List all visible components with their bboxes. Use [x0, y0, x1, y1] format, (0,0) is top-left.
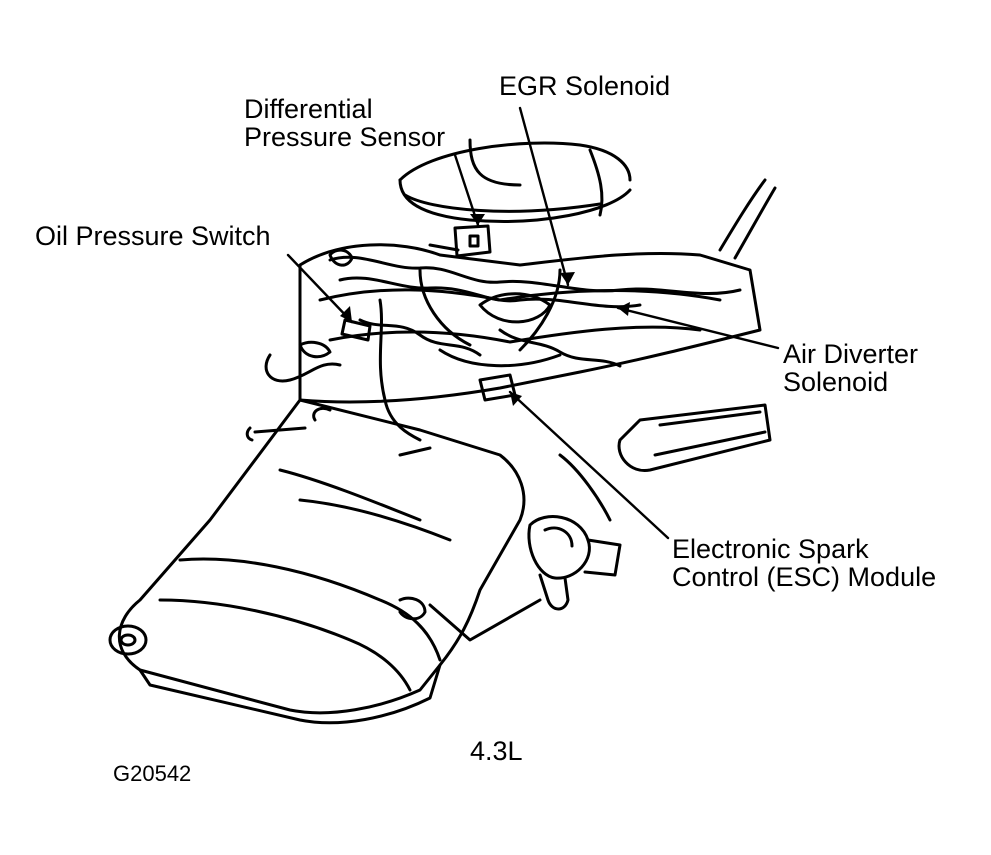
oil-pressure-switch-part — [245, 248, 432, 457]
leader-egr-solenoid — [518, 106, 570, 287]
transmission — [108, 398, 542, 725]
air-cleaner — [398, 138, 632, 223]
engine-block — [298, 243, 762, 404]
label-air-diverter-solenoid: Air Diverter Solenoid — [783, 340, 918, 396]
leader-oil-pressure-switch — [286, 253, 354, 324]
label-egr-solenoid-line-1: EGR Solenoid — [499, 71, 671, 101]
label-esc-module: Electronic Spark Control (ESC) Module — [672, 535, 936, 591]
wiring-harness — [264, 255, 742, 442]
label-oil-pressure-switch: Oil Pressure Switch — [35, 222, 271, 250]
leader-lines — [286, 106, 780, 540]
engine-label: 4.3L — [470, 736, 523, 766]
differential-pressure-sensor-part — [428, 224, 492, 258]
label-egr-solenoid: EGR Solenoid — [499, 72, 670, 100]
label-differential-pressure-sensor-line-1: Differential — [244, 94, 373, 124]
label-esc-module-line-2: Control (ESC) Module — [672, 562, 937, 592]
label-air-diverter-solenoid-line-2: Solenoid — [783, 367, 889, 397]
exhaust-and-hoses — [558, 178, 777, 522]
label-air-diverter-solenoid-line-1: Air Diverter — [783, 339, 919, 369]
label-differential-pressure-sensor-line-2: Pressure Sensor — [244, 122, 446, 152]
starter-motor — [478, 373, 622, 611]
label-oil-pressure-switch-line-1: Oil Pressure Switch — [35, 221, 271, 251]
label-esc-module-line-1: Electronic Spark — [672, 534, 869, 564]
leader-air-diverter-solenoid — [616, 306, 780, 350]
leader-differential-pressure-sensor — [453, 153, 480, 227]
label-differential-pressure-sensor: Differential Pressure Sensor — [244, 95, 445, 151]
figure-id: G20542 — [113, 761, 192, 786]
leader-esc-module — [508, 390, 670, 540]
